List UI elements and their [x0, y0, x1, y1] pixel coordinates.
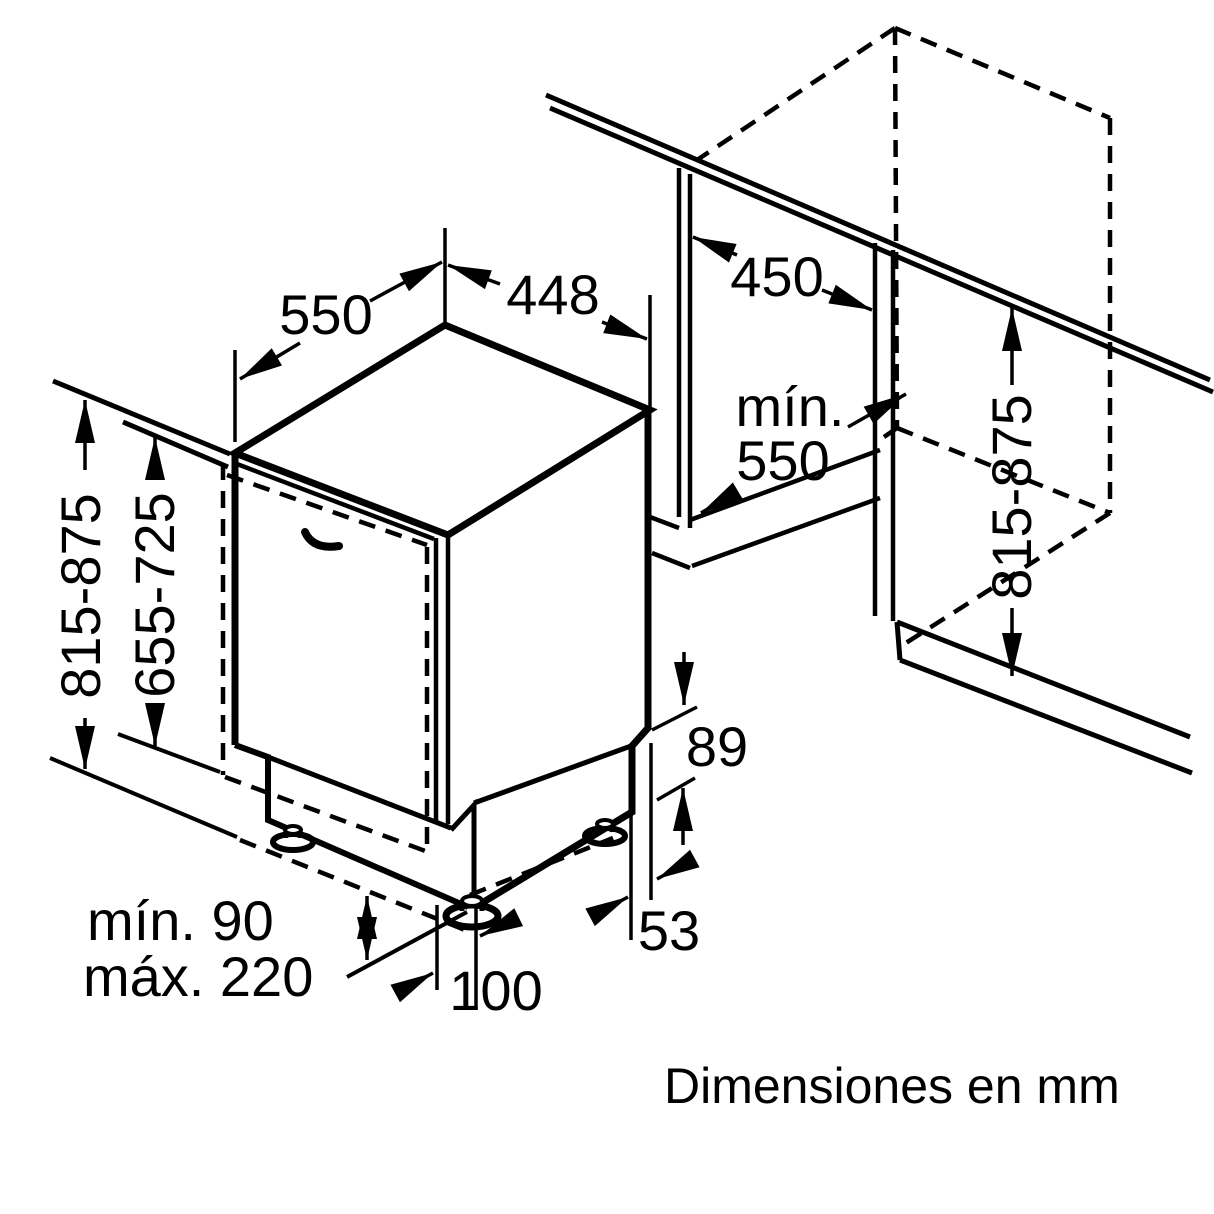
label-plinth-max: máx. 220 — [83, 945, 313, 1008]
niche-dashed-cube — [695, 25, 1113, 650]
label-base-offset: 53 — [638, 899, 700, 962]
label-width: 448 — [506, 263, 599, 326]
right-worktop — [545, 92, 1214, 395]
door-handle-icon — [301, 528, 343, 551]
label-niche-depth-min: mín. — [736, 375, 845, 438]
label-plinth-min: mín. 90 — [87, 889, 274, 952]
leveling-feet — [270, 818, 628, 931]
furniture-door-dashed-outline — [220, 463, 430, 855]
label-top-depth: 550 — [279, 283, 372, 346]
label-niche-height-right: 815-875 — [980, 394, 1043, 600]
label-height-left: 815-875 — [49, 493, 112, 699]
dishwasher-body — [227, 321, 658, 910]
caption-units: Dimensiones en mm — [664, 1058, 1120, 1114]
dimension-lines — [75, 228, 1022, 1010]
left-worktop — [52, 378, 231, 470]
label-door-panel-height: 655-725 — [123, 492, 186, 698]
label-niche-depth-value: 550 — [736, 429, 829, 492]
plinth-dashed-lines — [239, 835, 614, 933]
label-niche-width: 450 — [730, 245, 823, 308]
right-plinth — [894, 619, 1193, 776]
label-rear-gap: 89 — [686, 715, 748, 778]
label-foot-setback: 100 — [449, 959, 542, 1022]
